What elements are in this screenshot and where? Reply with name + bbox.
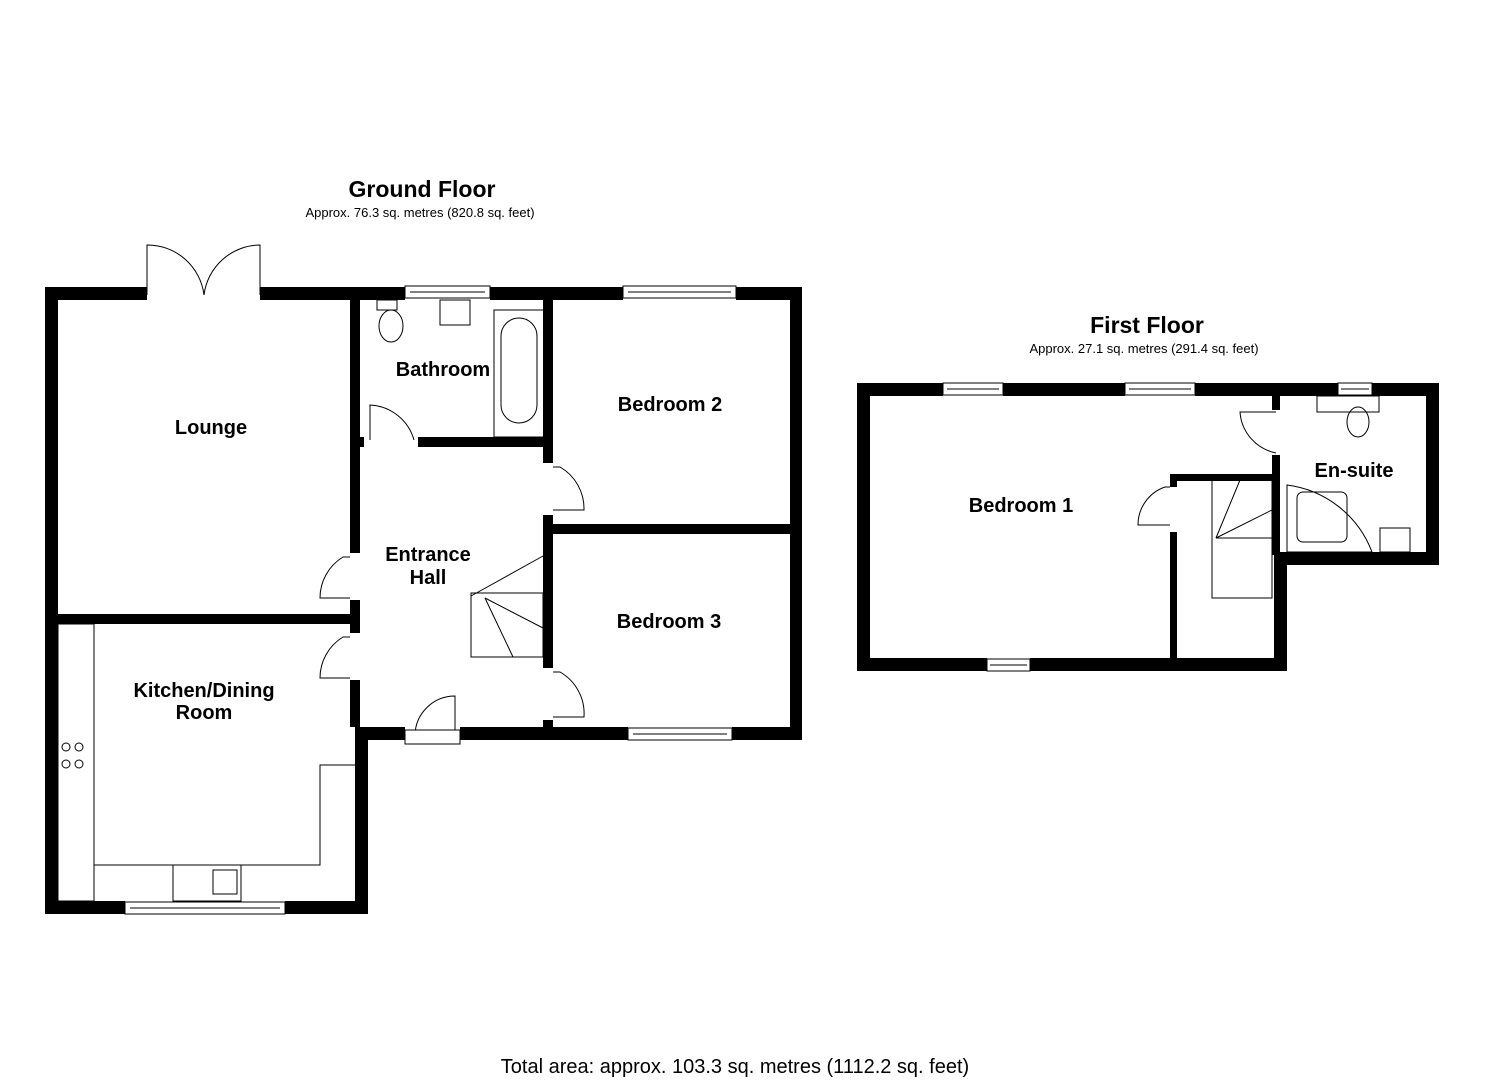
- room-label-bathroom: Bathroom: [396, 359, 490, 381]
- hob-icon: [61, 742, 71, 752]
- room-label-kitchen-dining-line2: Room: [176, 702, 233, 724]
- kitchen-sink-icon: [172, 864, 242, 902]
- shower-icon: [1286, 484, 1373, 553]
- toilet-icon: [378, 309, 404, 343]
- stairs-icon: [470, 592, 544, 658]
- sink-icon: [439, 299, 471, 326]
- windows: [124, 285, 1373, 915]
- first-floor-title: First Floor: [1090, 312, 1204, 338]
- room-label-entrance-hall-line2: Hall: [410, 567, 447, 589]
- ground-floor-title: Ground Floor: [349, 176, 496, 202]
- doors: [146, 244, 1277, 745]
- room-label-ensuite: En-suite: [1315, 460, 1394, 482]
- room-label-bedroom-3: Bedroom 3: [617, 611, 721, 633]
- room-label-kitchen-dining: Kitchen/Dining: [133, 680, 274, 702]
- room-label-bedroom-1: Bedroom 1: [969, 495, 1073, 517]
- room-label-lounge: Lounge: [175, 417, 247, 439]
- ensuite-toilet-icon: [1346, 406, 1370, 438]
- room-label-entrance-hall: Entrance: [385, 544, 471, 566]
- room-label-bedroom-2: Bedroom 2: [618, 394, 722, 416]
- bath-icon: [493, 309, 545, 438]
- ground-floor-area: Approx. 76.3 sq. metres (820.8 sq. feet): [305, 205, 534, 220]
- total-area: Total area: approx. 103.3 sq. metres (11…: [501, 1056, 969, 1078]
- first-floor-stairs-icon: [1211, 479, 1273, 599]
- ground-floor-walls: [45, 287, 802, 914]
- ensuite-sink-icon: [1379, 527, 1411, 553]
- first-floor-area: Approx. 27.1 sq. metres (291.4 sq. feet): [1029, 341, 1258, 356]
- first-floor-walls: [857, 383, 1439, 671]
